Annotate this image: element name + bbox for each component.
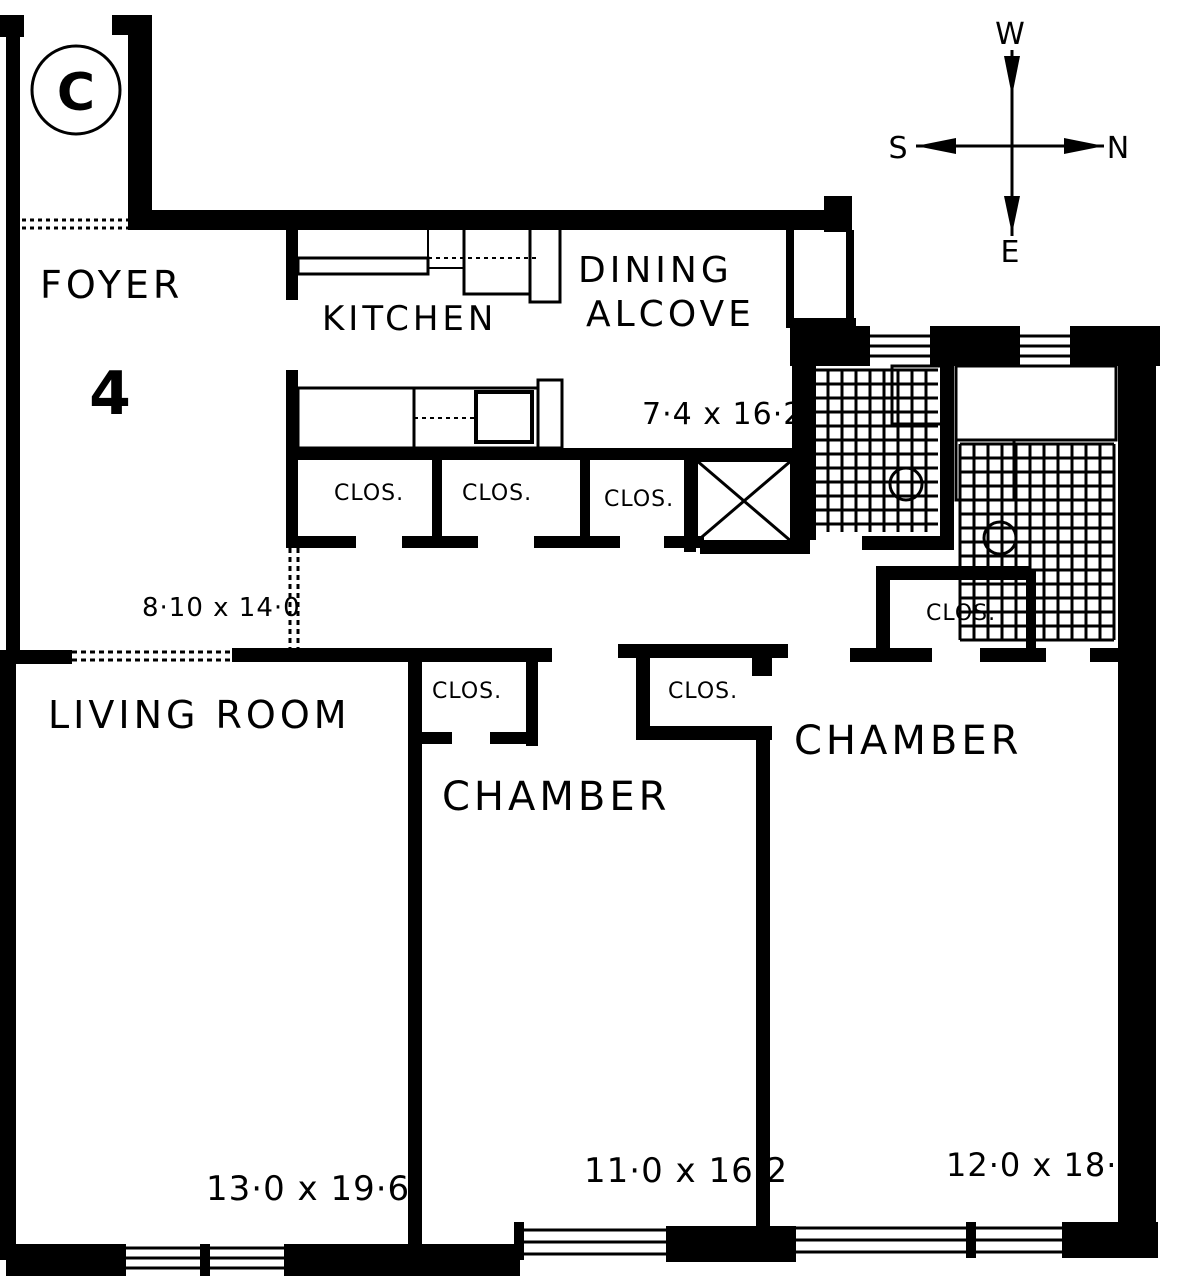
walls <box>0 15 1160 1276</box>
chamber-right-label: CHAMBER <box>794 718 1022 764</box>
compass-south-arrow-icon <box>916 138 956 154</box>
chamber-middle-dims: 11·0 x 16·2 <box>584 1151 788 1191</box>
window-chamber-right <box>796 1222 1062 1258</box>
unit-marker: C <box>30 44 122 136</box>
compass-north-arrow-icon <box>1064 138 1104 154</box>
closet-walls <box>286 326 810 554</box>
chamber-right-dims: 12·0 x 18·2 <box>946 1146 1139 1184</box>
window-kitchen-top <box>14 218 128 230</box>
dining-alcove-label-line1: DINING <box>578 250 733 291</box>
chamber-middle-label: CHAMBER <box>442 774 670 820</box>
foyer-dims: 8·10 x 14·0 <box>142 593 301 623</box>
dining-alcove-dims: 7·4 x 16·2 <box>642 397 803 432</box>
compass-north-label: N <box>1107 131 1133 166</box>
tile-floor-right <box>958 442 1116 642</box>
compass: W E N S <box>888 17 1133 270</box>
tile-floor-left <box>812 368 938 532</box>
unit-letter: C <box>57 63 95 123</box>
kitchen-fixtures <box>286 226 796 460</box>
compass-west-label: W <box>995 17 1029 52</box>
closet-labels: CLOS. CLOS. CLOS. CLOS. CLOS. CLOS. <box>334 481 996 704</box>
closet-label: CLOS. <box>926 601 996 626</box>
living-room-label: LIVING ROOM <box>48 693 351 737</box>
kitchen-label: KITCHEN <box>322 299 497 339</box>
closet-label: CLOS. <box>668 679 738 704</box>
closet-label: CLOS. <box>462 481 532 506</box>
compass-east-arrow-icon <box>1004 196 1020 234</box>
window-bath-top <box>870 334 1070 358</box>
window-chamber-middle <box>514 1222 666 1260</box>
living-room-dims: 13·0 x 19·6 <box>206 1169 410 1209</box>
compass-east-label: E <box>1001 235 1024 270</box>
closet-label: CLOS. <box>604 487 674 512</box>
closet-label: CLOS. <box>432 679 502 704</box>
compass-west-arrow-icon <box>1004 56 1020 96</box>
windows <box>14 218 1070 1276</box>
window-living-room <box>126 1244 284 1276</box>
room-labels: FOYER 8·10 x 14·0 KITCHEN DINING ALCOVE … <box>40 250 1139 1209</box>
dining-alcove-label-line2: ALCOVE <box>586 294 755 335</box>
toilet-right-icon <box>982 520 1018 556</box>
bathrooms <box>804 360 1118 662</box>
interior-walls <box>14 548 1120 1248</box>
foyer-label: FOYER <box>40 263 183 307</box>
toilet-left-icon <box>888 466 924 502</box>
closet-label: CLOS. <box>334 481 404 506</box>
unit-number: 4 <box>89 359 131 429</box>
compass-south-label: S <box>888 131 911 166</box>
